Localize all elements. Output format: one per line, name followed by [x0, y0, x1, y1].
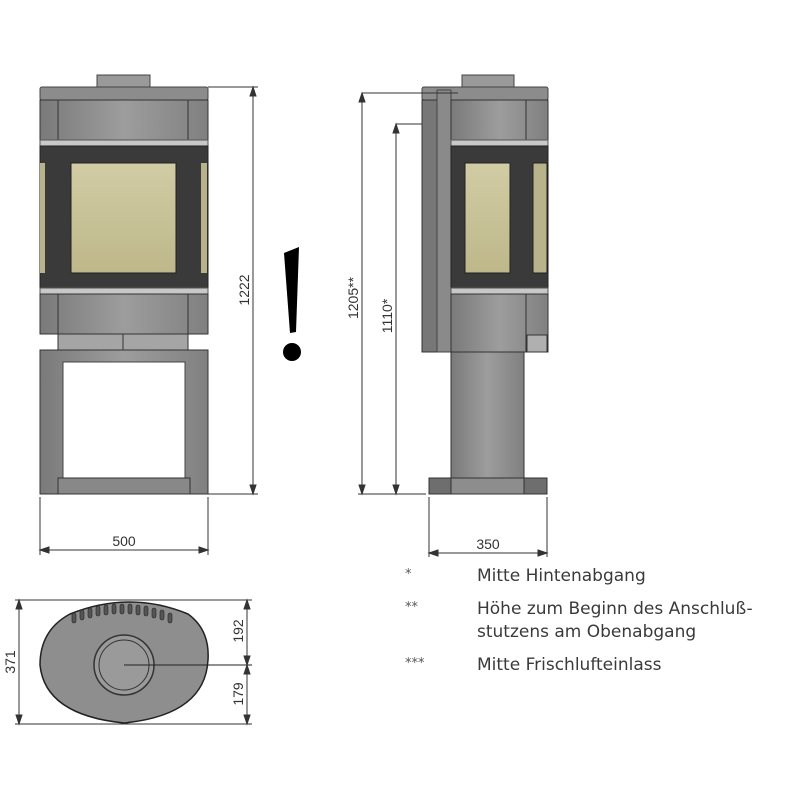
legend-item: * Mitte Hintenabgang — [405, 565, 795, 588]
legend-symbol: * — [405, 567, 412, 582]
front-width-label: 500 — [112, 533, 136, 549]
top-depth-total-label: 371 — [2, 650, 18, 674]
top-depth-rear-label: 179 — [230, 682, 246, 706]
legend-symbol: ** — [405, 600, 418, 615]
top-view-dimensions — [15, 598, 252, 726]
side-depth-label: 350 — [476, 536, 500, 552]
front-width-dimension — [38, 497, 210, 555]
side-view-stove — [421, 74, 549, 495]
side-height-rear-label: 1110* — [379, 298, 395, 333]
legend-item: ** Höhe zum Beginn des Anschluß-stutzens… — [405, 598, 795, 644]
front-height-dimension — [208, 85, 258, 496]
legend-text: Mitte Frischlufteinlass — [477, 655, 662, 675]
top-view-stove — [39, 601, 252, 724]
side-height-dimensions — [358, 91, 458, 496]
legend-symbol: *** — [405, 656, 425, 671]
legend: * Mitte Hintenabgang ** Höhe zum Beginn … — [405, 565, 795, 687]
front-height-label: 1222 — [236, 274, 252, 305]
legend-text: Höhe zum Beginn des Anschluß-stutzens am… — [477, 599, 753, 642]
front-view-stove — [39, 74, 209, 495]
legend-text: Mitte Hintenabgang — [477, 566, 646, 586]
side-depth-dimension — [427, 497, 549, 557]
warning-exclamation-icon — [283, 247, 301, 361]
legend-item: *** Mitte Frischlufteinlass — [405, 654, 795, 677]
top-depth-front-label: 192 — [230, 619, 246, 643]
side-height-top-label: 1205** — [345, 276, 361, 319]
